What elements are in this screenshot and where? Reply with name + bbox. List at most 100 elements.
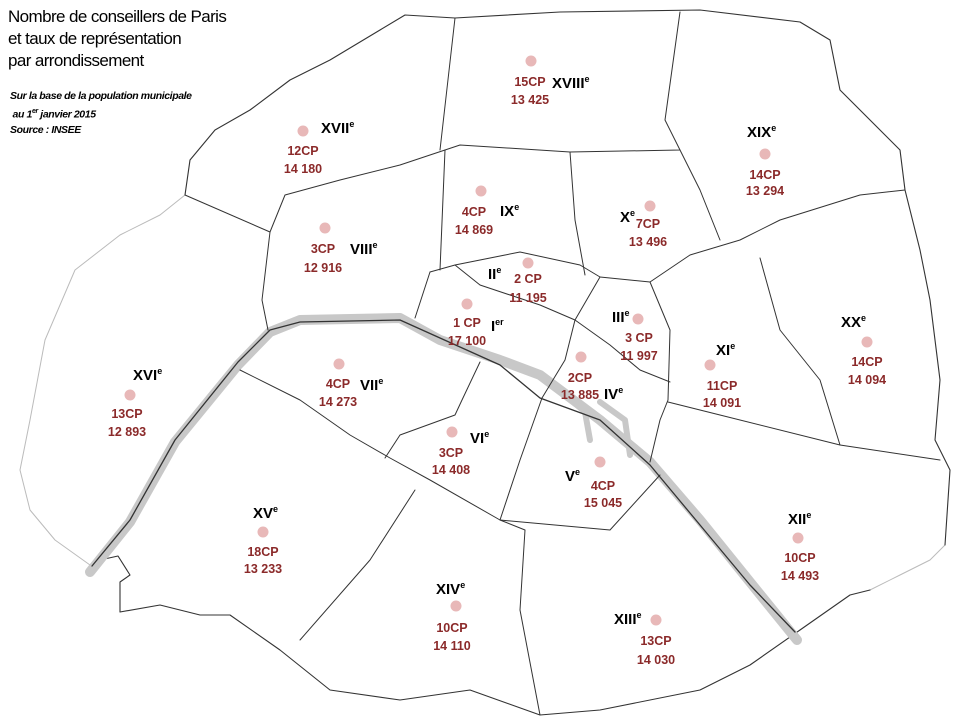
arrondissement-name: VIe bbox=[470, 429, 489, 447]
arrondissement-name: Ier bbox=[491, 317, 504, 335]
representation-ratio: 13 425 bbox=[511, 93, 549, 107]
councillor-count: 13CP bbox=[111, 407, 142, 421]
name-sup: e bbox=[157, 366, 162, 376]
title-line: Nombre de conseillers de Paris bbox=[8, 7, 227, 26]
name-main: XIX bbox=[747, 124, 771, 141]
name-sup: e bbox=[575, 467, 580, 477]
name-sup: e bbox=[861, 313, 866, 323]
representation-ratio: 14 110 bbox=[433, 639, 471, 653]
note-date-post: janvier 2015 bbox=[37, 108, 96, 121]
bois-vincennes-border bbox=[869, 544, 946, 591]
population-dot-icon bbox=[792, 532, 804, 544]
name-main: VIII bbox=[350, 241, 373, 258]
note-date: au 1er janvier 2015 bbox=[10, 104, 192, 123]
name-main: II bbox=[488, 266, 496, 283]
arrondissement-name: Ve bbox=[565, 467, 580, 485]
seine-island bbox=[557, 387, 633, 458]
name-main: XV bbox=[253, 505, 273, 522]
population-dot-icon bbox=[124, 389, 136, 401]
title-line: par arrondissement bbox=[8, 51, 144, 70]
name-sup: e bbox=[618, 385, 623, 395]
population-dot-icon bbox=[525, 55, 537, 67]
representation-ratio: 13 885 bbox=[561, 388, 599, 402]
arrondissement-V: Ve 4CP 15 045 bbox=[565, 456, 622, 510]
councillor-count: 3CP bbox=[439, 446, 463, 460]
population-dot-icon bbox=[759, 148, 771, 160]
councillor-count: 18CP bbox=[247, 545, 278, 559]
name-main: I bbox=[491, 318, 495, 335]
arrondissement-XVIII: XVIIIe 15CP 13 425 bbox=[511, 55, 590, 107]
name-sup: e bbox=[349, 119, 354, 129]
arrondissement-name: XVIIIe bbox=[552, 74, 590, 92]
representation-ratio: 15 045 bbox=[584, 496, 622, 510]
name-sup: e bbox=[484, 429, 489, 439]
councillor-count: 14CP bbox=[749, 168, 780, 182]
name-sup: er bbox=[495, 317, 504, 327]
arrondissement-name: VIIe bbox=[360, 376, 383, 394]
representation-ratio: 14 493 bbox=[781, 569, 819, 583]
population-dot-icon bbox=[575, 351, 587, 363]
councillor-count: 15CP bbox=[514, 75, 545, 89]
councillor-count: 14CP bbox=[851, 355, 882, 369]
name-sup: e bbox=[585, 74, 590, 84]
representation-ratio: 14 030 bbox=[637, 653, 675, 667]
representation-ratio: 14 408 bbox=[432, 463, 470, 477]
councillor-count: 11CP bbox=[707, 379, 738, 393]
population-dot-icon bbox=[450, 600, 462, 612]
councillor-count: 12CP bbox=[287, 144, 318, 158]
city-border bbox=[89, 9, 951, 716]
name-main: XII bbox=[788, 511, 806, 528]
name-main: V bbox=[565, 468, 575, 485]
representation-ratio: 11 195 bbox=[509, 291, 547, 305]
representation-ratio: 13 496 bbox=[629, 235, 667, 249]
name-sup: e bbox=[771, 123, 776, 133]
arrondissement-name: IVe bbox=[604, 385, 623, 403]
arrondissement-VI: VIe 3CP 14 408 bbox=[432, 426, 489, 477]
arrondissement-name: XIe bbox=[716, 341, 735, 359]
representation-ratio: 14 094 bbox=[848, 373, 886, 387]
representation-ratio: 17 100 bbox=[448, 334, 486, 348]
councillor-count: 4CP bbox=[591, 479, 615, 493]
arrondissement-name: XVIIe bbox=[321, 119, 354, 137]
representation-ratio: 13 294 bbox=[746, 184, 784, 198]
arrondissement-name: XIIIe bbox=[614, 610, 642, 628]
population-dot-icon bbox=[461, 298, 473, 310]
bois-boulogne-border bbox=[19, 194, 186, 566]
name-sup: e bbox=[273, 504, 278, 514]
name-sup: e bbox=[378, 376, 383, 386]
arrondissement-name: IIe bbox=[488, 265, 501, 283]
population-dot-icon bbox=[297, 125, 309, 137]
representation-ratio: 14 091 bbox=[703, 396, 741, 410]
name-main: XI bbox=[716, 342, 730, 359]
name-main: XVII bbox=[321, 120, 349, 137]
population-dot-icon bbox=[522, 257, 534, 269]
name-main: XIII bbox=[614, 611, 637, 628]
map-title: Nombre de conseillers de Paris et taux d… bbox=[8, 6, 227, 72]
name-main: X bbox=[620, 209, 630, 226]
representation-ratio: 14 869 bbox=[455, 223, 493, 237]
name-sup: e bbox=[496, 265, 501, 275]
representation-ratio: 14 273 bbox=[319, 395, 357, 409]
arrondissement-name: IIIe bbox=[612, 308, 630, 326]
arrondissement-XV: XVe 18CP 13 233 bbox=[244, 504, 282, 576]
representation-ratio: 14 180 bbox=[284, 162, 322, 176]
arrondissement-name: XIXe bbox=[747, 123, 776, 141]
name-sup: e bbox=[514, 202, 519, 212]
representation-ratio: 13 233 bbox=[244, 562, 282, 576]
name-main: VII bbox=[360, 377, 378, 394]
population-dot-icon bbox=[644, 200, 656, 212]
population-dot-icon bbox=[257, 526, 269, 538]
councillor-count: 10CP bbox=[784, 551, 815, 565]
note-date-pre: au 1 bbox=[12, 108, 33, 121]
arrondissement-name: VIIIe bbox=[350, 240, 378, 258]
representation-ratio: 12 916 bbox=[304, 261, 342, 275]
